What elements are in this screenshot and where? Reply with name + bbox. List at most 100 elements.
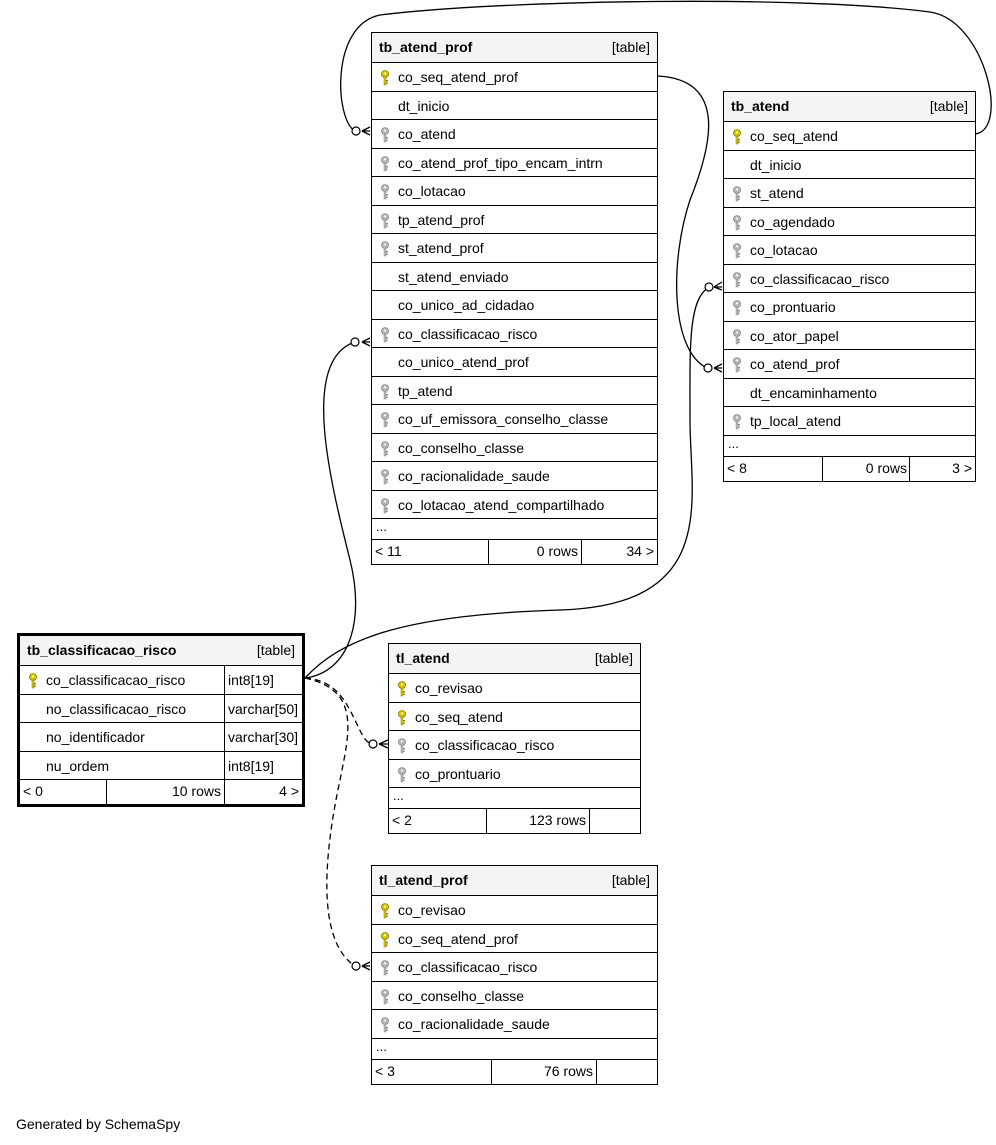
children-count[interactable]: 34 > [581,540,657,564]
column-row[interactable]: st_atend_prof [372,234,657,263]
column-row[interactable]: co_revisao [389,674,640,703]
column-name: co_uf_emissora_conselho_classe [398,411,609,427]
column-row[interactable]: co_seq_atend [724,122,975,151]
column-row[interactable]: dt_encaminhamento [724,379,975,407]
table-tb-classificacao-risco[interactable]: tb_classificacao_risco [table] co_classi… [17,633,305,807]
column-row[interactable]: co_uf_emissora_conselho_classe [372,405,657,434]
column-name: co_classificacao_risco [398,325,538,342]
column-list: co_revisao co_seq_atend_prof co_classifica… [372,896,657,1039]
foreign-key-icon [380,212,390,229]
column-row[interactable]: co_conselho_classe [372,434,657,462]
column-row[interactable]: co_atend_prof [724,350,975,379]
parents-count[interactable]: < 0 [23,783,43,799]
column-row[interactable]: co_seq_atend_prof [372,925,657,953]
table-name: tl_atend [396,650,450,666]
column-row[interactable]: co_classificacao_risco [372,953,657,982]
column-name: co_seq_atend [750,128,838,144]
column-row[interactable]: co_lotacao [724,236,975,265]
column-row[interactable]: co_agendado [724,208,975,236]
column-name: st_atend_prof [398,240,484,256]
parents-count[interactable]: < 11 [375,543,402,559]
column-row[interactable]: co_prontuario [724,293,975,322]
foreign-key-icon [380,241,390,257]
column-name: no_identificador [46,729,145,745]
more-columns: ... [389,788,640,809]
column-type: int8[19] [224,666,302,694]
column-row[interactable]: co_unico_ad_cidadao [372,291,657,320]
column-row[interactable]: co_prontuario [389,760,640,788]
table-kind: [table] [594,650,633,666]
column-type: int8[19] [224,751,302,779]
table-header: tb_atend [table] [724,92,975,122]
column-name: co_racionalidade_saude [398,1016,550,1032]
column-row[interactable]: tp_atend_prof [372,206,657,234]
column-name: co_atend_prof_tipo_encam_intrn [398,154,603,171]
column-row[interactable]: tp_atend [372,377,657,405]
parents-count[interactable]: < 3 [375,1062,395,1079]
column-row[interactable]: st_atend_enviado [372,263,657,291]
children-count[interactable]: 3 > [909,456,975,481]
column-row[interactable]: co_racionalidade_saude [372,462,657,491]
column-row[interactable]: co_unico_atend_prof [372,348,657,377]
table-header: tb_classificacao_risco [table] [20,636,302,666]
row-count: 76 rows [491,1059,596,1084]
column-name: dt_encaminhamento [750,384,877,401]
column-row[interactable]: dt_inicio [724,151,975,179]
column-name: nu_ordem [46,757,110,774]
column-name: co_lotacao_atend_compartilhado [398,496,605,513]
column-row[interactable]: co_seq_atend [389,703,640,731]
column-row[interactable]: st_atend [724,179,975,208]
column-row[interactable]: co_seq_atend_prof [372,63,657,92]
column-row[interactable]: nu_ordem int8[19] [20,751,302,780]
column-row[interactable]: dt_inicio [372,92,657,120]
foreign-key-icon [732,214,742,231]
column-row[interactable]: co_revisao [372,896,657,925]
column-list: co_seq_atend dt_inicio st_atend co_agendado… [724,122,975,436]
table-kind: [table] [256,642,295,658]
column-row[interactable]: co_classificacao_risco [389,731,640,760]
foreign-key-icon [380,155,390,172]
relation-atend-to-atend-prof [340,0,992,135]
column-name: co_conselho_classe [398,987,525,1004]
column-row[interactable]: co_lotacao_atend_compartilhado [372,491,657,519]
table-name: tl_atend_prof [379,872,468,888]
column-row[interactable]: co_racionalidade_saude [372,1010,657,1039]
children-count[interactable] [596,1059,657,1084]
column-name: st_atend [750,185,804,201]
parents-count[interactable]: < 8 [727,459,747,476]
column-row[interactable]: co_lotacao [372,177,657,206]
more-columns: ... [372,1039,657,1060]
table-name: tb_atend_prof [379,39,473,55]
children-count[interactable]: 4 > [224,780,302,804]
column-row[interactable]: co_classificacao_risco [724,265,975,293]
column-name: tp_local_atend [750,413,842,429]
column-row[interactable]: co_ator_papel [724,322,975,350]
column-row[interactable]: tp_local_atend [724,407,975,436]
column-name: co_seq_atend_prof [398,69,518,85]
column-name: co_classificacao_risco [398,959,538,975]
column-row[interactable]: co_conselho_classe [372,982,657,1010]
foreign-key-icon [380,988,390,1005]
foreign-key-icon [380,326,390,343]
column-row[interactable]: co_classificacao_risco [372,320,657,348]
primary-key-icon [380,903,390,919]
column-row[interactable]: co_atend [372,120,657,149]
column-row[interactable]: co_atend_prof_tipo_encam_intrn [372,149,657,177]
parents-count[interactable]: < 2 [392,812,412,828]
more-columns: ... [372,519,657,540]
table-tl-atend-prof[interactable]: tl_atend_prof [table] co_revisao co_seq_a… [371,865,658,1085]
children-count[interactable] [589,809,640,833]
column-name: co_revisao [398,902,466,918]
table-kind: [table] [611,872,650,888]
column-type: varchar[50] [224,694,302,722]
column-name: co_seq_atend [415,708,503,725]
